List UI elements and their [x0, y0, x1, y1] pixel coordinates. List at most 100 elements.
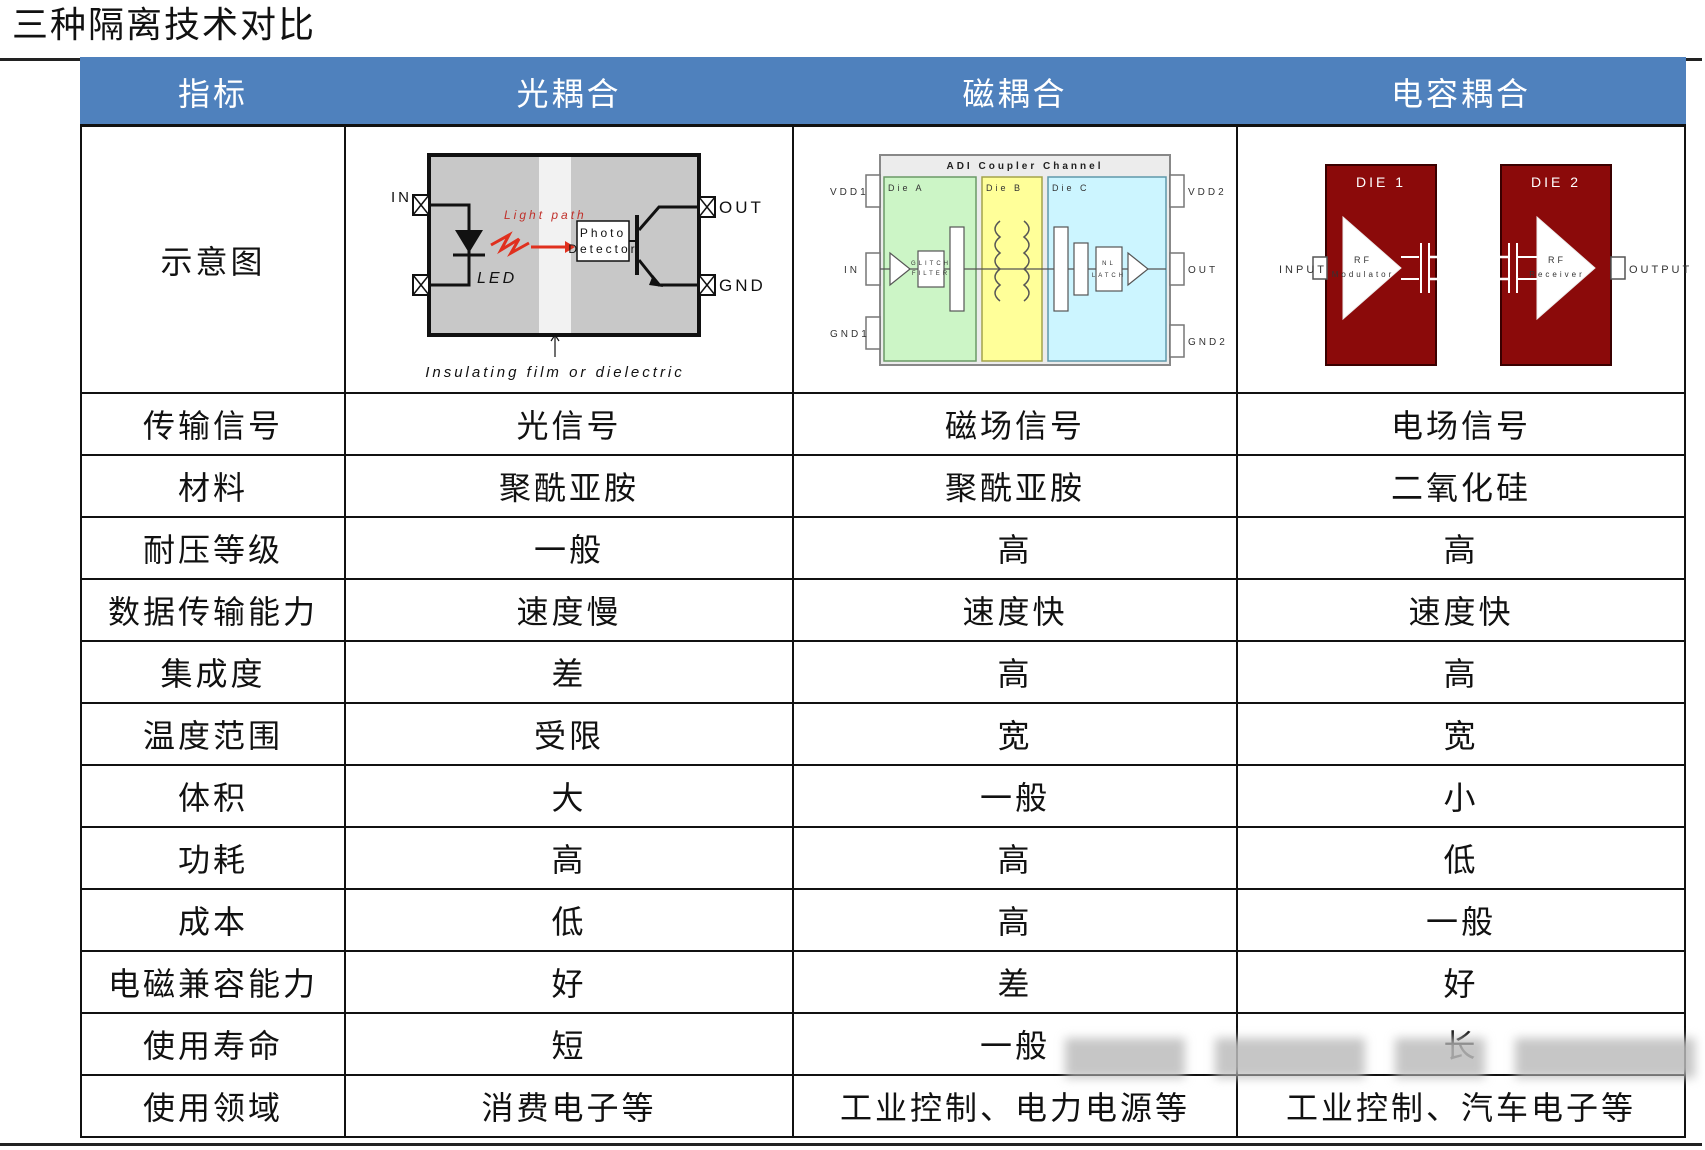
- optical-gnd-label: GND: [719, 276, 766, 295]
- cell-capacitive: 工业控制、汽车电子等: [1236, 1074, 1686, 1138]
- magnetic-filter-label: FILTER: [912, 271, 950, 277]
- optical-diagram-cell: IN OUT GND LED Light path Photo Detector…: [344, 124, 794, 394]
- cell-capacitive: 速度快: [1236, 578, 1686, 642]
- cell-optical: 消费电子等: [344, 1074, 794, 1138]
- capacitive-coupler-diagram: DIE 1 DIE 2 INPUT OUTPUT RF Modulator RF…: [1279, 163, 1689, 366]
- optical-caption: Insulating film or dielectric: [425, 364, 685, 381]
- capacitive-input-label: INPUT: [1279, 264, 1327, 276]
- magnetic-die-a-label: Die A: [888, 183, 925, 193]
- table-row: 耐压等级一般高高: [80, 516, 1686, 580]
- cell-capacitive: 小: [1236, 764, 1686, 828]
- cell-optical: 低: [344, 888, 794, 952]
- optical-light-path-label: Light path: [504, 208, 587, 222]
- cell-capacitive: 好: [1236, 950, 1686, 1014]
- magnetic-die-c-label: Die C: [1052, 183, 1090, 193]
- cell-magnetic: 宽: [792, 702, 1238, 766]
- cell-optical: 短: [344, 1012, 794, 1076]
- table-header-row: 指标 光耦合 磁耦合 电容耦合: [80, 57, 1686, 127]
- cell-indicator: 温度范围: [80, 702, 346, 766]
- cell-indicator: 传输信号: [80, 392, 346, 456]
- magnetic-gnd2-label: GND2: [1188, 337, 1228, 348]
- table-row: 使用寿命短一般长: [80, 1012, 1686, 1076]
- capacitive-receiver-label: Receiver: [1529, 270, 1585, 279]
- header-optical: 光耦合: [344, 57, 794, 127]
- table-row: 数据传输能力速度慢速度快速度快: [80, 578, 1686, 642]
- cell-optical: 受限: [344, 702, 794, 766]
- table-row: 材料聚酰亚胺聚酰亚胺二氧化硅: [80, 454, 1686, 518]
- capacitive-die1-label: DIE 1: [1356, 174, 1406, 190]
- page-title: 三种隔离技术对比: [12, 5, 317, 46]
- header-indicator: 指标: [80, 57, 346, 127]
- cell-optical: 差: [344, 640, 794, 704]
- table-row: 集成度差高高: [80, 640, 1686, 704]
- cell-magnetic: 速度快: [792, 578, 1238, 642]
- cell-capacitive: 一般: [1236, 888, 1686, 952]
- cell-capacitive: 宽: [1236, 702, 1686, 766]
- optical-coupler-diagram: IN OUT GND LED Light path Photo Detector…: [391, 152, 766, 381]
- magnetic-coupler-diagram: ADI Coupler Channel Die A Die B Die C VD…: [830, 153, 1225, 366]
- optical-out-label: OUT: [719, 198, 764, 217]
- cell-capacitive: 长: [1236, 1012, 1686, 1076]
- cell-magnetic: 高: [792, 640, 1238, 704]
- table-row: 传输信号光信号磁场信号电场信号: [80, 392, 1686, 456]
- cell-magnetic: 磁场信号: [792, 392, 1238, 456]
- table-row: 功耗高高低: [80, 826, 1686, 890]
- cell-indicator: 成本: [80, 888, 346, 952]
- cell-indicator: 体积: [80, 764, 346, 828]
- cell-magnetic: 高: [792, 826, 1238, 890]
- magnetic-nl-label: NL: [1102, 261, 1116, 267]
- capacitive-die2-label: DIE 2: [1531, 174, 1581, 190]
- cell-indicator: 功耗: [80, 826, 346, 890]
- cell-optical: 一般: [344, 516, 794, 580]
- magnetic-gnd1-label: GND1: [830, 329, 870, 340]
- optical-detector-label-1: Photo: [580, 226, 626, 240]
- magnetic-vdd2-label: VDD2: [1188, 187, 1227, 198]
- magnetic-out-label: OUT: [1188, 265, 1218, 276]
- cell-optical: 聚酰亚胺: [344, 454, 794, 518]
- cell-indicator: 使用领域: [80, 1074, 346, 1138]
- cell-optical: 高: [344, 826, 794, 890]
- optical-in-label: IN: [391, 189, 412, 206]
- cell-capacitive: 高: [1236, 516, 1686, 580]
- bottom-rule: [0, 1143, 1702, 1146]
- magnetic-diagram-cell: ADI Coupler Channel Die A Die B Die C VD…: [792, 124, 1238, 394]
- capacitive-modulator-label: Modulator: [1332, 270, 1395, 279]
- cell-capacitive: 高: [1236, 640, 1686, 704]
- magnetic-latch-label: LATCH: [1092, 273, 1126, 279]
- cell-indicator: 材料: [80, 454, 346, 518]
- magnetic-header-label: ADI Coupler Channel: [946, 161, 1103, 172]
- diagram-row: 示意图: [80, 124, 1689, 394]
- table-row: 使用领域消费电子等工业控制、电力电源等工业控制、汽车电子等: [80, 1074, 1686, 1138]
- cell-magnetic: 工业控制、电力电源等: [792, 1074, 1238, 1138]
- table-row: 电磁兼容能力好差好: [80, 950, 1686, 1014]
- cell-capacitive: 低: [1236, 826, 1686, 890]
- capacitive-output-label: OUTPUT: [1629, 264, 1692, 276]
- table-row: 成本低高一般: [80, 888, 1686, 952]
- comparison-table: 指标 光耦合 磁耦合 电容耦合 示意图: [80, 57, 1689, 1138]
- capacitive-diagram-cell: DIE 1 DIE 2 INPUT OUTPUT RF Modulator RF…: [1236, 124, 1689, 394]
- magnetic-vdd1-label: VDD1: [830, 187, 869, 198]
- title-bar: 三种隔离技术对比: [0, 0, 1702, 61]
- cell-optical: 大: [344, 764, 794, 828]
- cell-capacitive: 二氧化硅: [1236, 454, 1686, 518]
- cell-optical: 好: [344, 950, 794, 1014]
- cell-magnetic: 高: [792, 516, 1238, 580]
- cell-magnetic: 高: [792, 888, 1238, 952]
- cell-indicator: 集成度: [80, 640, 346, 704]
- cell-magnetic: 差: [792, 950, 1238, 1014]
- magnetic-glitch-label: GLITCH: [911, 261, 951, 267]
- capacitive-rf1-label: RF: [1354, 255, 1372, 265]
- magnetic-die-b-label: Die B: [986, 183, 1023, 193]
- cell-optical: 速度慢: [344, 578, 794, 642]
- cell-indicator: 使用寿命: [80, 1012, 346, 1076]
- cell-optical: 光信号: [344, 392, 794, 456]
- cell-indicator: 数据传输能力: [80, 578, 346, 642]
- table-row: 温度范围受限宽宽: [80, 702, 1686, 766]
- magnetic-in-label: IN: [844, 265, 860, 276]
- header-magnetic: 磁耦合: [792, 57, 1238, 127]
- table-row: 体积大一般小: [80, 764, 1686, 828]
- cell-magnetic: 一般: [792, 764, 1238, 828]
- optical-led-label: LED: [477, 270, 517, 287]
- cell-indicator: 电磁兼容能力: [80, 950, 346, 1014]
- optical-detector-label-2: Detector: [568, 242, 637, 256]
